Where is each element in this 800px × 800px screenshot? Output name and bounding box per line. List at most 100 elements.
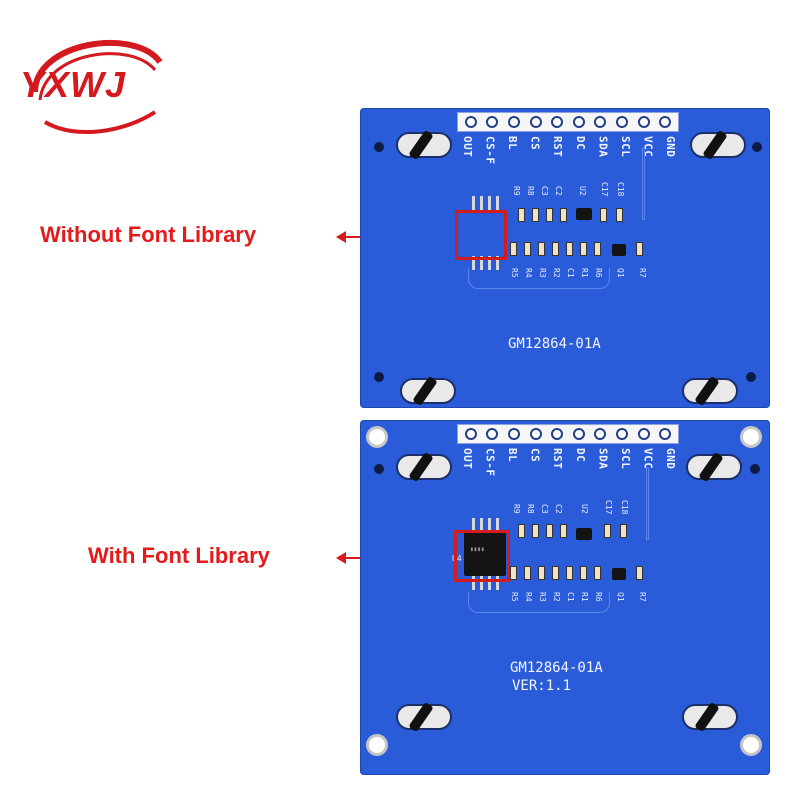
silk-label: R8 bbox=[526, 186, 535, 196]
pin-header bbox=[457, 112, 679, 132]
smd-resistor bbox=[580, 242, 587, 256]
silk-label: Q1 bbox=[616, 592, 625, 602]
smd-resistor bbox=[524, 242, 531, 256]
pin-hole-icon bbox=[659, 116, 672, 128]
footprint-pad bbox=[480, 196, 483, 210]
smd-resistor bbox=[524, 566, 531, 580]
pin-label: BL bbox=[505, 136, 519, 151]
pin-label: SDA bbox=[596, 136, 610, 158]
smd-resistor bbox=[538, 242, 545, 256]
smd-resistor bbox=[552, 242, 559, 256]
silk-label: R7 bbox=[638, 268, 647, 278]
pin-label: RST bbox=[551, 136, 565, 158]
pcb-trace bbox=[468, 592, 610, 613]
pin-header bbox=[457, 424, 679, 444]
pin-hole-icon bbox=[615, 428, 628, 440]
via-hole-icon bbox=[746, 372, 756, 382]
pin-labels: OUT CS-F BL CS RST DC SDA SCL VCC GND bbox=[456, 136, 682, 165]
mounting-slot-icon bbox=[682, 704, 738, 730]
pin-label: OUT bbox=[460, 448, 474, 470]
pin-label: GND bbox=[664, 136, 678, 158]
pin-label: CS bbox=[528, 136, 542, 151]
smd-resistor bbox=[636, 242, 643, 256]
smd-capacitor bbox=[546, 524, 553, 538]
mounting-slot-icon bbox=[396, 132, 452, 158]
silk-label: R6 bbox=[594, 268, 603, 278]
pcb-trace bbox=[646, 468, 649, 540]
silk-label: C2 bbox=[554, 504, 563, 514]
silk-label: C3 bbox=[540, 186, 549, 196]
smd-capacitor bbox=[560, 208, 567, 222]
pin-label: CS-F bbox=[483, 448, 497, 477]
silk-label: R1 bbox=[580, 268, 589, 278]
silk-label: C2 bbox=[554, 186, 563, 196]
pin-label: BL bbox=[505, 448, 519, 463]
brand-logo-text: YXWJ bbox=[20, 64, 127, 105]
pin-hole-icon bbox=[637, 428, 650, 440]
pin-label: SCL bbox=[618, 448, 632, 470]
corner-mounting-hole-icon bbox=[740, 426, 762, 448]
mounting-slot-icon bbox=[396, 454, 452, 480]
pin-label: SDA bbox=[596, 448, 610, 470]
pin-hole-icon bbox=[572, 116, 585, 128]
pin-hole-icon bbox=[594, 116, 607, 128]
corner-mounting-hole-icon bbox=[740, 734, 762, 756]
transistor-u2 bbox=[576, 208, 592, 220]
pin-label: RST bbox=[551, 448, 565, 470]
chip-leg bbox=[480, 576, 483, 590]
transistor-u2 bbox=[576, 528, 592, 540]
smd-capacitor bbox=[604, 524, 611, 538]
pin-label: CS bbox=[528, 448, 542, 463]
mounting-slot-icon bbox=[396, 704, 452, 730]
smd-capacitor bbox=[620, 524, 627, 538]
font-library-flash-chip: ▮▮▮▮ bbox=[464, 532, 506, 576]
arrow-head-top-icon bbox=[336, 231, 346, 243]
arrow-head-bottom-icon bbox=[336, 552, 346, 564]
smd-resistor bbox=[510, 566, 517, 580]
chip-leg bbox=[496, 576, 499, 590]
brand-logo-swoosh-icon bbox=[32, 39, 163, 134]
silk-label: U2 bbox=[580, 504, 589, 514]
smd-resistor bbox=[636, 566, 643, 580]
chip-marking: ▮▮▮▮ bbox=[470, 546, 485, 553]
transistor-q1 bbox=[612, 244, 626, 256]
via-hole-icon bbox=[374, 372, 384, 382]
silk-label: C17 bbox=[600, 182, 609, 197]
smd-resistor bbox=[594, 242, 601, 256]
chip-leg bbox=[472, 576, 475, 590]
silk-label: R5 bbox=[510, 592, 519, 602]
pin-label: GND bbox=[664, 448, 678, 470]
pin-label: CS-F bbox=[483, 136, 497, 165]
silk-label: C1 bbox=[566, 592, 575, 602]
pin-hole-icon bbox=[659, 428, 672, 440]
smd-resistor bbox=[518, 524, 525, 538]
chip-leg bbox=[488, 576, 491, 590]
footprint-pad bbox=[480, 256, 483, 270]
smd-capacitor bbox=[560, 524, 567, 538]
footprint-pad bbox=[496, 196, 499, 210]
pin-label: OUT bbox=[460, 136, 474, 158]
smd-resistor bbox=[532, 524, 539, 538]
pin-hole-icon bbox=[551, 116, 564, 128]
transistor-q1 bbox=[612, 568, 626, 580]
footprint-pad bbox=[472, 196, 475, 210]
pin-hole-icon bbox=[551, 428, 564, 440]
smd-capacitor bbox=[566, 566, 573, 580]
via-hole-icon bbox=[752, 142, 762, 152]
pin-hole-icon bbox=[615, 116, 628, 128]
silk-label: C17 bbox=[604, 500, 613, 515]
silk-label: Q1 bbox=[616, 268, 625, 278]
board-version-label: VER:1.1 bbox=[512, 678, 572, 694]
pin-hole-icon bbox=[594, 428, 607, 440]
chip-leg bbox=[488, 518, 491, 532]
corner-mounting-hole-icon bbox=[366, 426, 388, 448]
via-hole-icon bbox=[750, 464, 760, 474]
silk-label: C18 bbox=[616, 182, 625, 197]
silk-label: C3 bbox=[540, 504, 549, 514]
pin-hole-icon bbox=[507, 116, 520, 128]
silk-label: C18 bbox=[620, 500, 629, 515]
silk-label: R4 bbox=[524, 268, 533, 278]
pcb-board-without-font-library: OUT CS-F BL CS RST DC SDA SCL VCC GND R9… bbox=[360, 108, 770, 408]
chip-leg bbox=[472, 518, 475, 532]
pin-label: SCL bbox=[618, 136, 632, 158]
